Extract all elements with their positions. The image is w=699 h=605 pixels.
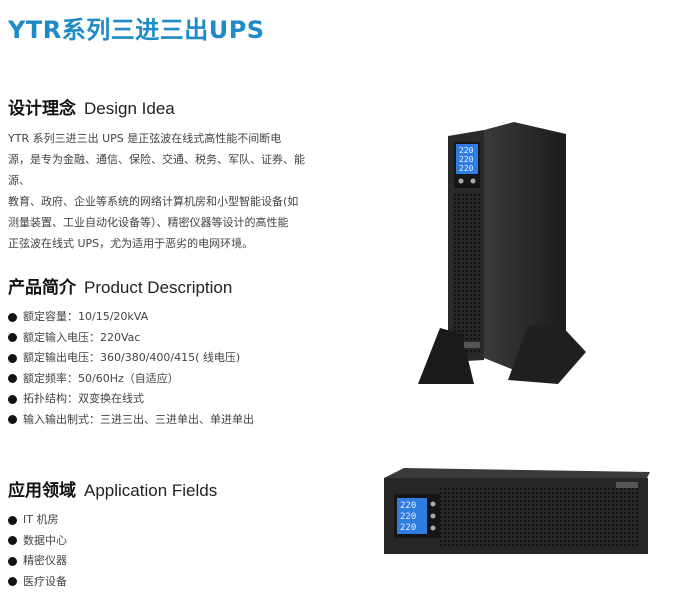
bullet-icon (8, 577, 17, 587)
bullet-icon (8, 353, 17, 363)
product-description-heading: 产品简介 Product Description (8, 273, 232, 298)
application-fields-heading: 应用领域 Application Fields (8, 476, 217, 501)
bullet-icon (8, 515, 17, 525)
design-idea-text: YTR 系列三进三出 UPS 是正弦波在线式高性能不间断电 源，是专为金融、通信… (8, 128, 326, 254)
bullet-icon (8, 556, 17, 566)
list-item: 数据中心 (8, 531, 67, 552)
lcd-readout: 220 (459, 146, 474, 155)
list-item: 额定输出电压：360/380/400/415( 线电压) (8, 348, 254, 369)
lcd-readout: 220 (459, 155, 474, 164)
list-item: 额定输入电压：220Vac (8, 328, 254, 349)
bullet-icon (8, 374, 17, 384)
list-item: IT 机房 (8, 510, 67, 531)
lcd-readout: 220 (459, 164, 474, 173)
design-line: 正弦波在线式 UPS，尤为适用于恶劣的电网环境。 (8, 237, 254, 250)
bullet-icon (8, 333, 17, 343)
product-spec-list: 额定容量：10/15/20kVA 额定输入电压：220Vac 额定输出电压：36… (8, 307, 254, 430)
lcd-readout: 220 (400, 512, 416, 522)
bullet-icon (8, 415, 17, 425)
list-item: 额定频率：50/60Hz（自适应） (8, 369, 254, 390)
product-description-heading-zh: 产品简介 (8, 278, 76, 298)
design-line: 测量装置、工业自动化设备等）、精密仪器等设计的高性能 (8, 216, 289, 229)
lcd-readout: 220 (400, 523, 416, 533)
tower-ups-image: 220 220 220 (418, 122, 598, 394)
design-idea-heading-zh: 设计理念 (8, 99, 76, 119)
list-item: 拓扑结构：双变换在线式 (8, 389, 254, 410)
application-fields-heading-zh: 应用领域 (8, 481, 76, 501)
design-line: 源，是专为金融、通信、保险、交通、税务、军队、证券、能源、 (8, 153, 305, 187)
design-idea-heading-en: Design Idea (84, 99, 175, 118)
page-title: YTR系列三进三出UPS (8, 16, 265, 44)
design-idea-heading: 设计理念 Design Idea (8, 94, 175, 119)
bullet-icon (8, 394, 17, 404)
bullet-icon (8, 536, 17, 546)
application-list: IT 机房 数据中心 精密仪器 医疗设备 (8, 510, 67, 592)
list-item: 医疗设备 (8, 572, 67, 593)
application-fields-heading-en: Application Fields (84, 481, 218, 500)
design-line: YTR 系列三进三出 UPS 是正弦波在线式高性能不间断电 (8, 132, 282, 145)
rack-ups-image: 220 220 220 (380, 468, 652, 556)
design-line: 教育、政府、企业等系统的网络计算机房和小型智能设备(如 (8, 195, 299, 208)
product-description-heading-en: Product Description (84, 278, 233, 297)
list-item: 额定容量：10/15/20kVA (8, 307, 254, 328)
bullet-icon (8, 312, 17, 322)
list-item: 输入输出制式：三进三出、三进单出、单进单出 (8, 410, 254, 431)
list-item: 精密仪器 (8, 551, 67, 572)
lcd-readout: 220 (400, 501, 416, 511)
